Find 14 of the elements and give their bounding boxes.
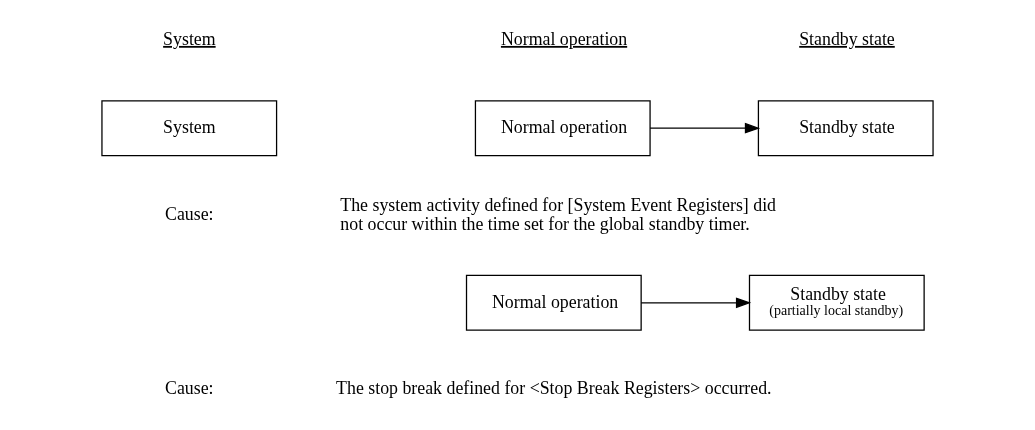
node-box: Standby state (partially local standby) — [748, 274, 925, 331]
label: Cause: — [165, 377, 214, 398]
label: System — [163, 28, 216, 49]
arrow — [640, 296, 752, 308]
label: The system activity defined for [System Event Registers] did not occur within the time set for the global standby timer. — [340, 194, 777, 234]
node-box: Normal operation — [474, 99, 651, 156]
label: Standby state — [799, 28, 895, 49]
arrow — [649, 122, 761, 134]
label: Cause: — [165, 203, 214, 224]
label: The stop break defined for <Stop Break Registers> occurred. — [336, 377, 772, 398]
label: Normal operation — [500, 28, 628, 49]
node-box: Normal operation — [465, 274, 642, 331]
node-box: System — [101, 99, 278, 156]
node-box: Standby state — [757, 99, 934, 156]
